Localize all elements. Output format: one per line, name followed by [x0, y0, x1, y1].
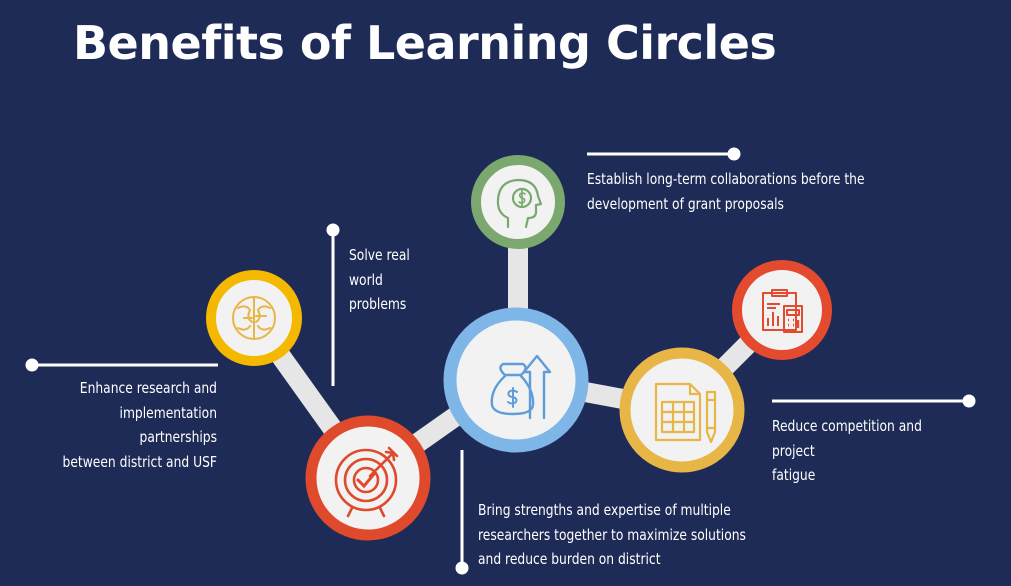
- node-collaborations: [471, 155, 565, 249]
- benefit-partnerships-line-2: implementation partnerships: [119, 403, 217, 447]
- benefit-problems: Solve real world problems: [349, 243, 410, 317]
- pointer-problems-dot: [326, 223, 340, 237]
- benefit-strengths-line-1: Bring strengths and expertise of multipl…: [478, 501, 731, 519]
- benefit-problems-line-1: Solve real: [349, 246, 410, 264]
- benefit-competition: Reduce competition and project fatigue: [772, 414, 968, 488]
- pointer-collaborations-dot: [727, 147, 741, 161]
- benefit-collaborations-line-1: Establish long-term collaborations befor…: [587, 170, 865, 188]
- node-competition: [732, 260, 832, 360]
- target-icon: [334, 446, 399, 518]
- benefit-partnerships-line-1: Enhance research and: [79, 379, 217, 397]
- node-center: [443, 307, 589, 453]
- pointer-strengths-dot: [455, 561, 469, 575]
- spreadsheet-pencil-icon: [654, 382, 717, 444]
- benefit-strengths-line-2: researchers together to maximize solutio…: [478, 525, 746, 544]
- node-partnerships: [305, 415, 431, 541]
- node-problems: [206, 270, 302, 366]
- pointer-lines: [25, 147, 976, 575]
- benefit-problems-line-3: problems: [349, 295, 407, 313]
- benefit-competition-line-1: Reduce competition and project: [772, 417, 922, 460]
- page-title: Benefits of Learning Circles: [73, 16, 777, 70]
- clipboard-calculator-icon: [762, 289, 803, 333]
- benefit-partnerships-line-3: between district and USF: [62, 452, 217, 471]
- benefit-collaborations: Establish long-term collaborations befor…: [587, 167, 865, 216]
- pointer-partnerships-dot: [25, 358, 39, 372]
- brain-icon: [232, 296, 276, 340]
- node-strengths: [619, 347, 745, 473]
- benefit-partnerships: Enhance research and implementation part…: [39, 376, 217, 474]
- benefit-problems-line-2: world: [349, 270, 383, 289]
- money-bag-growth-icon: [490, 354, 552, 420]
- benefit-collaborations-line-2: development of grant proposals: [587, 194, 784, 213]
- benefit-competition-line-2: fatigue: [772, 466, 816, 484]
- benefit-strengths-line-3: and reduce burden on district: [478, 550, 661, 568]
- head-dollar-icon: [496, 178, 543, 229]
- pointer-competition-dot: [962, 394, 976, 408]
- benefit-strengths: Bring strengths and expertise of multipl…: [478, 498, 746, 572]
